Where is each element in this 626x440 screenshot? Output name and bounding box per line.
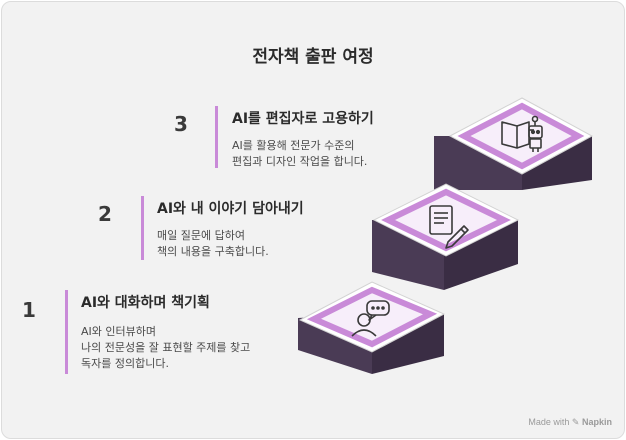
step-1-number: 1: [22, 298, 36, 322]
step-3-description: AI를 활용해 전문가 수준의 편집과 디자인 작업을 합니다.: [232, 138, 367, 170]
step-2-description-line: 책의 내용을 구축합니다.: [157, 245, 269, 258]
step-2-accent-bar: [141, 196, 144, 260]
stair-1: [298, 281, 446, 374]
step-1-description: AI와 인터뷰하며 나의 전문성을 잘 표현할 주제를 찾고 독자를 정의합니다…: [81, 324, 250, 372]
document-pen-icon: [429, 205, 469, 249]
person-chat-icon: [351, 300, 390, 337]
step-1-description-line: AI와 인터뷰하며: [81, 325, 156, 338]
diagram-title: 전자책 출판 여정: [252, 47, 374, 67]
step-1-title: AI와 대화하며 책기획: [81, 295, 210, 311]
step-3-description-line: 편집과 디자인 작업을 합니다.: [232, 155, 368, 168]
footer-made-with: Made with: [528, 417, 570, 427]
step-2-description: 매일 질문에 답하여 책의 내용을 구축합니다.: [157, 228, 269, 260]
book-robot-icon: [501, 115, 543, 152]
stair-2: [372, 183, 520, 290]
made-with-napkin-footer: Made with ✎ Napkin: [528, 417, 612, 428]
footer-brand: Napkin: [581, 417, 612, 427]
step-1-description-line: 나의 전문성을 잘 표현할 주제를 찾고: [81, 341, 251, 354]
napkin-logo-icon: ✎: [571, 417, 580, 427]
step-2-number: 2: [98, 202, 112, 226]
step-3-description-line: AI를 활용해 전문가 수준의: [232, 139, 355, 152]
step-3-accent-bar: [215, 106, 218, 168]
step-3-title: AI를 편집자로 고용하기: [232, 111, 374, 127]
step-1-accent-bar: [65, 290, 68, 374]
stair-3-inner: [457, 102, 585, 170]
step-2-title: AI와 내 이야기 담아내기: [157, 201, 304, 217]
step-1-description-line: 독자를 정의합니다.: [81, 357, 169, 370]
step-2-description-line: 매일 질문에 답하여: [157, 229, 245, 242]
stair-3: [434, 97, 594, 190]
step-3-number: 3: [174, 112, 188, 136]
stair-2-inner: [381, 188, 511, 252]
